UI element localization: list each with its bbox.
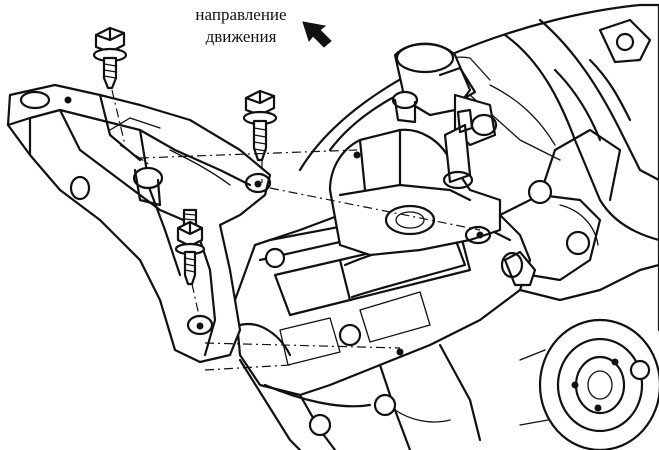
caption-line-2: движения [205, 27, 277, 46]
mounting-bracket [6, 83, 272, 364]
housing-bolts [264, 151, 651, 437]
reverse-light-switch [391, 42, 498, 147]
speed-sensor [442, 108, 537, 287]
caption-line-1: направление [195, 5, 287, 24]
mounting-stud [174, 208, 206, 286]
mounting-bolt-2 [242, 89, 278, 162]
output-flange [519, 318, 659, 450]
mounting-bolt-1 [92, 26, 128, 90]
direction-caption: направление движения [176, 4, 306, 48]
alignment-lines [111, 89, 481, 371]
direction-arrow-icon [302, 21, 332, 48]
